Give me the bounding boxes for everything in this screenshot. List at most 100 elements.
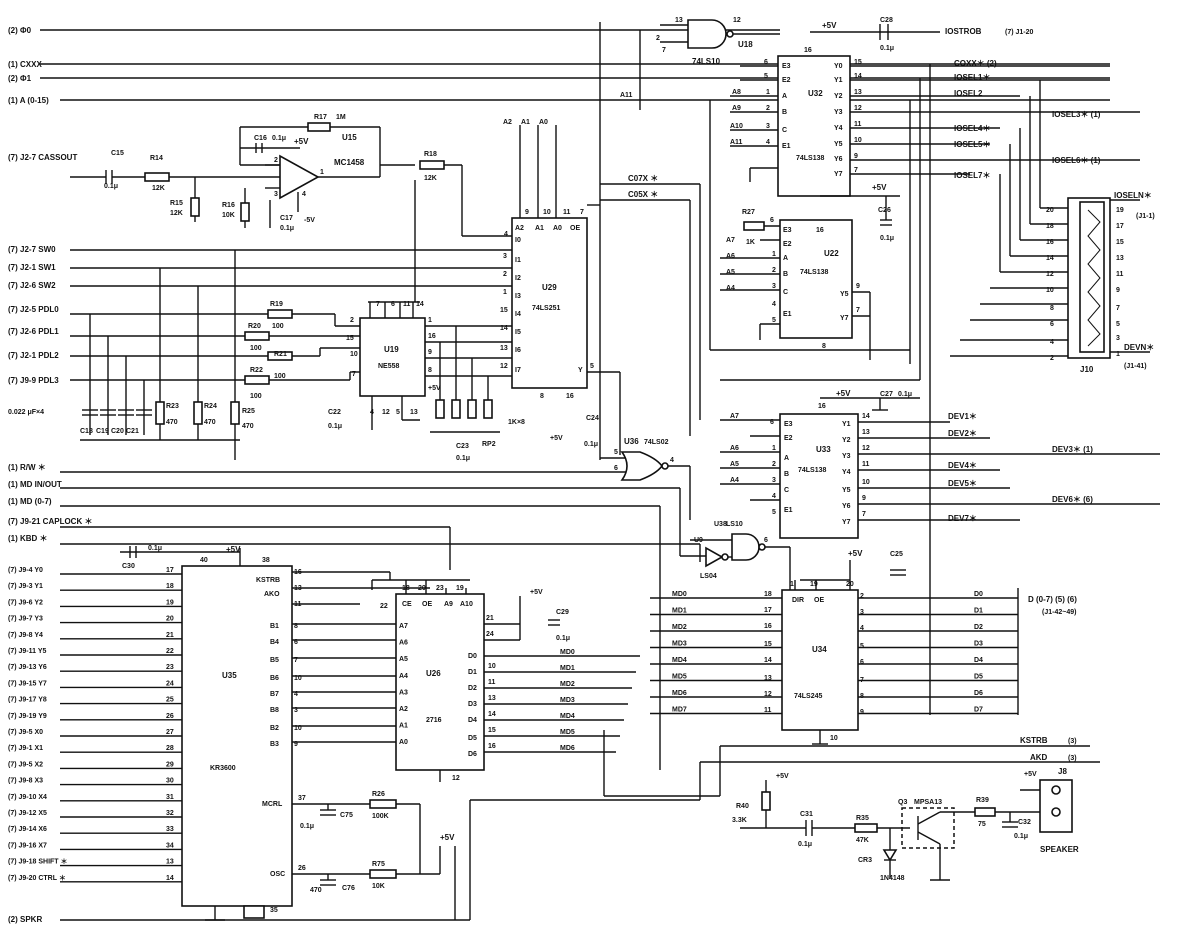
c24-val: 0.1μ bbox=[584, 441, 598, 448]
plus5v-u22: +5V bbox=[872, 183, 887, 192]
top-bus-lines bbox=[40, 22, 1110, 460]
svg-text:Y2: Y2 bbox=[842, 437, 851, 444]
svg-text:6: 6 bbox=[391, 301, 395, 308]
c21-label: C21 bbox=[126, 428, 139, 435]
svg-text:9: 9 bbox=[294, 741, 298, 748]
svg-text:3: 3 bbox=[772, 477, 776, 484]
svg-text:Y2: Y2 bbox=[834, 93, 843, 100]
r26-val: 100K bbox=[372, 813, 389, 820]
svg-text:7: 7 bbox=[662, 47, 666, 54]
kbd-input-label: (7) J9-11 Y5 bbox=[8, 648, 47, 655]
sig-iostrob: IOSTROB bbox=[945, 27, 982, 36]
c29-val: 0.1μ bbox=[556, 635, 570, 642]
c28-val: 0.1μ bbox=[880, 45, 894, 52]
svg-text:12: 12 bbox=[382, 409, 390, 416]
r75-val: 10K bbox=[372, 883, 385, 890]
svg-text:Y5: Y5 bbox=[842, 487, 851, 494]
svg-text:1: 1 bbox=[772, 251, 776, 258]
svg-text:Y3: Y3 bbox=[834, 109, 843, 116]
svg-text:3: 3 bbox=[772, 283, 776, 290]
u36-part: 74LS02 bbox=[644, 439, 669, 446]
u32-in-a10: A10 bbox=[730, 123, 743, 130]
svg-text:10: 10 bbox=[294, 725, 302, 732]
sig-kstrb-ref: (3) bbox=[1068, 738, 1077, 745]
r22-val: 100 bbox=[250, 393, 262, 400]
svg-text:12: 12 bbox=[452, 775, 460, 782]
svg-text:2: 2 bbox=[860, 593, 864, 600]
svg-text:20: 20 bbox=[1046, 207, 1054, 214]
svg-text:B: B bbox=[784, 471, 789, 478]
u15-part: MC1458 bbox=[334, 158, 365, 167]
kbd-input-label: (7) J9-1 X1 bbox=[8, 745, 43, 752]
u9-part: LS04 bbox=[700, 573, 717, 580]
c26-val: 0.1μ bbox=[880, 235, 894, 242]
minus5v-u15: -5V bbox=[304, 217, 315, 224]
c16-val: 0.1μ bbox=[272, 135, 286, 142]
svg-text:15: 15 bbox=[346, 335, 354, 342]
svg-text:5: 5 bbox=[764, 73, 768, 80]
sig-sw2: (7) J2-6 SW2 bbox=[8, 281, 56, 290]
svg-text:6: 6 bbox=[860, 659, 864, 666]
svg-text:11: 11 bbox=[862, 461, 870, 468]
svg-text:4: 4 bbox=[772, 301, 776, 308]
svg-text:7: 7 bbox=[862, 511, 866, 518]
svg-text:23: 23 bbox=[436, 585, 444, 592]
svg-text:AKO: AKO bbox=[264, 591, 280, 598]
u26-address-label: A7 bbox=[399, 623, 408, 630]
u22-part: 74LS138 bbox=[800, 269, 829, 276]
u33-in-a6: A6 bbox=[730, 445, 739, 452]
u38-nand-gate: 6 bbox=[690, 533, 791, 590]
svg-text:11: 11 bbox=[854, 121, 862, 128]
u26-part: 2716 bbox=[426, 717, 442, 724]
svg-text:6: 6 bbox=[764, 59, 768, 66]
u19-part: NE558 bbox=[378, 363, 400, 370]
svg-text:B7: B7 bbox=[270, 691, 279, 698]
svg-text:12: 12 bbox=[854, 105, 862, 112]
svg-text:16: 16 bbox=[804, 47, 812, 54]
svg-text:12: 12 bbox=[500, 363, 508, 370]
kbd-input-label: (7) J9-18 SHIFT ＊ bbox=[8, 858, 68, 866]
r39-label: R39 bbox=[976, 797, 989, 804]
svg-text:8: 8 bbox=[540, 393, 544, 400]
kbd-pin-number: 18 bbox=[166, 583, 174, 590]
svg-text:3: 3 bbox=[860, 609, 864, 616]
u38-label: U38 bbox=[714, 521, 727, 528]
svg-text:C: C bbox=[782, 127, 787, 134]
sig-iosel7: IOSEL7＊ bbox=[954, 171, 990, 180]
svg-text:I2: I2 bbox=[515, 275, 521, 282]
u33-in-a4: A4 bbox=[730, 477, 739, 484]
sig-cxxx-out: COXX＊ (2) bbox=[954, 59, 997, 68]
kbd-input-label: (7) J9-17 Y8 bbox=[8, 697, 47, 704]
kbd-input-label: (7) J9-8 Y4 bbox=[8, 632, 43, 639]
svg-text:7: 7 bbox=[856, 307, 860, 314]
svg-text:C: C bbox=[784, 487, 789, 494]
svg-text:16: 16 bbox=[428, 333, 436, 340]
svg-text:13: 13 bbox=[1116, 255, 1124, 262]
u22-in-a5: A5 bbox=[726, 269, 735, 276]
r35-label: R35 bbox=[856, 815, 869, 822]
u33-label: U33 bbox=[816, 445, 831, 454]
svg-text:4: 4 bbox=[772, 493, 776, 500]
sig-j11b-ref: (J1-41) bbox=[1124, 363, 1147, 370]
svg-text:1: 1 bbox=[766, 89, 770, 96]
u19-label: U19 bbox=[384, 345, 399, 354]
r18-label: R18 bbox=[424, 151, 437, 158]
svg-text:6: 6 bbox=[764, 537, 768, 544]
r35-val: 47K bbox=[856, 837, 869, 844]
sig-md-inout: (1) MD IN/OUT bbox=[8, 480, 62, 489]
svg-text:6: 6 bbox=[770, 419, 774, 426]
svg-text:2: 2 bbox=[766, 105, 770, 112]
u34-d-label: D0 bbox=[974, 591, 983, 598]
svg-text:Y5: Y5 bbox=[834, 141, 843, 148]
svg-text:10: 10 bbox=[294, 675, 302, 682]
svg-text:Y7: Y7 bbox=[840, 315, 849, 322]
svg-text:22: 22 bbox=[380, 603, 388, 610]
kbd-pin-number: 13 bbox=[166, 859, 174, 866]
r20-val: 100 bbox=[250, 345, 262, 352]
svg-text:A: A bbox=[782, 93, 787, 100]
kbd-pin-number: 20 bbox=[166, 616, 174, 623]
svg-text:D5: D5 bbox=[468, 735, 477, 742]
u15-label: U15 bbox=[342, 133, 357, 142]
svg-text:2: 2 bbox=[772, 461, 776, 468]
svg-text:4: 4 bbox=[766, 139, 770, 146]
